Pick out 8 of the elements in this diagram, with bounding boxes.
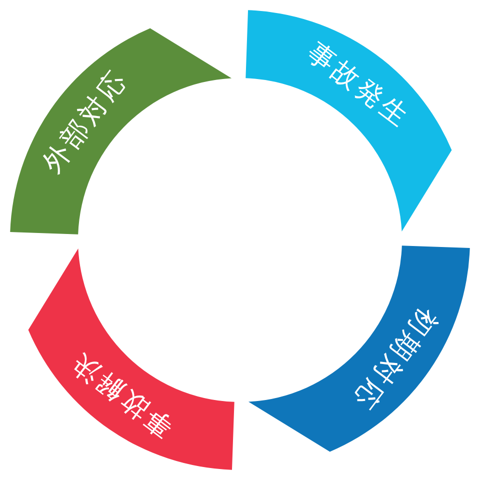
segment-label: 初期対応 [346,300,444,415]
segment-label: 外部対応 [36,65,134,181]
arc-arrow-segment [248,245,470,452]
segment-label: 事故解決 [65,346,180,444]
segment-label: 事故発生 [300,36,415,134]
arc-arrow-segment [245,10,452,232]
arc-arrow-segment [28,248,235,470]
arc-arrow-segment [10,28,232,235]
